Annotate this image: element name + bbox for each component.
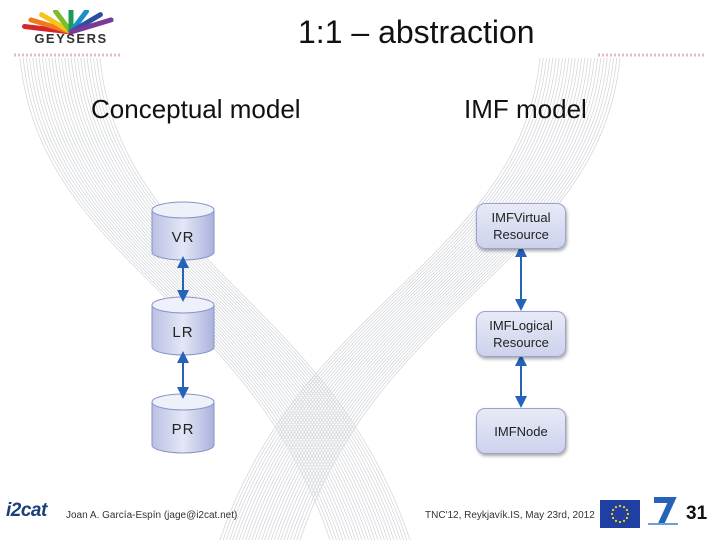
footer-event: TNC'12, Reykjavík.IS, May 23rd, 2012 [425,510,595,521]
conceptual-model-heading: Conceptual model [91,94,301,124]
cylinder-pr [151,393,215,454]
imf-logical-resource-box: IMFLogical Resource [476,311,566,357]
eu-flag-icon [600,500,640,528]
imf-node-box: IMFNode [476,408,566,454]
cylinder-lr [151,296,215,356]
geysers-logo-text: GEYSERS [34,31,107,46]
node-label-pr: PR [171,421,195,438]
page-title: 1:1 – abstraction [298,14,535,50]
fp7-logo-icon [648,497,678,526]
geysers-logo-icon: GEYSERS [22,7,114,46]
i2cat-logo-text: i2cat [6,500,47,521]
imf-model-heading: IMF model [464,94,587,124]
node-label-lr: LR [172,324,194,341]
i2cat-logo: i2cat [6,500,58,526]
imf-virtual-resource-box: IMFVirtual Resource [476,203,566,249]
node-label-vr: VR [171,229,195,246]
geysers-logo: GEYSERS [12,7,130,46]
footer-author: Joan A. García-Espín (jage@i2cat.net) [66,510,238,521]
cylinder-vr [151,201,215,261]
page-number: 31 [686,503,708,524]
